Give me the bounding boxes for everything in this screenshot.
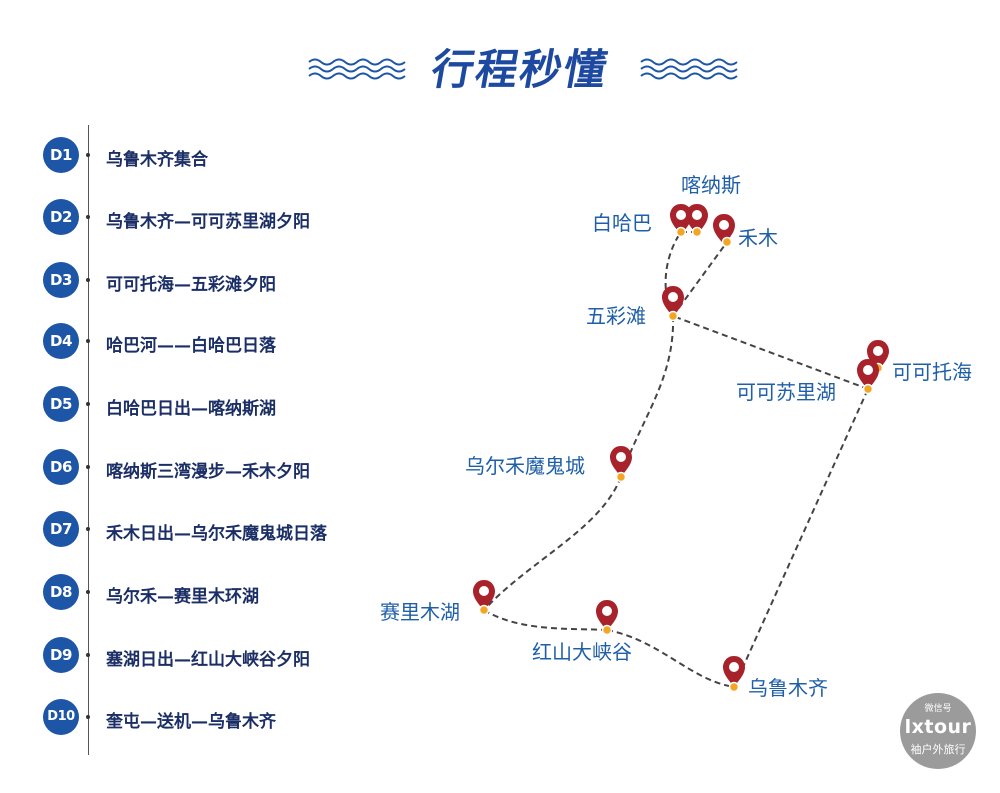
location-dot: [721, 236, 733, 248]
route-path: [483, 231, 869, 688]
map-pin-urumqi: [723, 656, 745, 693]
wave-decoration-right: [640, 58, 738, 80]
day-row: D2 乌鲁木齐—可可苏里湖夕阳: [0, 199, 450, 239]
watermark-badge: 微信号 lxtour 袖户外旅行: [900, 693, 976, 769]
map-pin-wuerhe: [610, 446, 632, 483]
place-label-wucaitan: 五彩滩: [586, 304, 646, 328]
location-dot: [615, 471, 627, 483]
timeline-dot: [86, 715, 90, 719]
place-label-urumqi: 乌鲁木齐: [748, 676, 828, 700]
place-label-hongshan: 红山大峡谷: [532, 640, 632, 664]
timeline-dot: [86, 153, 90, 157]
day-row: D5 白哈巴日出—喀纳斯湖: [0, 386, 450, 426]
day-description: 可可托海—五彩滩夕阳: [106, 275, 276, 295]
day-description: 哈巴河——白哈巴日落: [106, 336, 276, 356]
place-label-kanas: 喀纳斯: [681, 173, 741, 197]
day-description: 乌鲁木齐集合: [106, 150, 208, 170]
location-dot: [862, 383, 874, 395]
place-label-sailimuhu: 赛里木湖: [380, 600, 460, 624]
location-dot: [675, 226, 687, 238]
day-badge: D2: [43, 199, 79, 235]
map-pin-hemu: [713, 214, 735, 248]
day-row: D7 禾木日出—乌尔禾魔鬼城日落: [0, 511, 450, 551]
place-label-hemu: 禾木: [738, 226, 778, 250]
place-label-kekesulihu: 可可苏里湖: [736, 380, 836, 404]
place-label-keketuohai: 可可托海: [892, 360, 972, 384]
day-description: 喀纳斯三湾漫步—禾木夕阳: [106, 462, 310, 482]
day-description: 禾木日出—乌尔禾魔鬼城日落: [106, 524, 327, 544]
timeline-line: [88, 125, 89, 755]
map-pin-wucaitan: [662, 286, 684, 322]
map-pin-kekesulihu: [857, 359, 879, 395]
day-row: D3 可可托海—五彩滩夕阳: [0, 262, 450, 302]
location-dot: [667, 310, 679, 322]
location-dot: [478, 604, 490, 616]
location-dot: [728, 681, 740, 693]
map-pin-hongshan: [596, 600, 618, 636]
timeline-dot: [86, 653, 90, 657]
watermark-top-text: 微信号: [924, 704, 952, 714]
location-dot: [691, 226, 703, 238]
day-badge: D3: [43, 262, 79, 298]
map-pin-sailimuhu: [473, 580, 495, 616]
day-badge: D8: [43, 574, 79, 610]
day-badge: D4: [43, 323, 79, 359]
place-label-wuerhe: 乌尔禾魔鬼城: [465, 454, 585, 478]
day-description: 乌鲁木齐—可可苏里湖夕阳: [106, 212, 310, 232]
map-pin-kanas: [686, 204, 708, 238]
place-label-baihaba: 白哈巴: [592, 211, 652, 235]
timeline-dot: [86, 215, 90, 219]
day-badge: D7: [43, 511, 79, 547]
day-row: D1 乌鲁木齐集合: [0, 137, 450, 177]
header: 行程秒懂: [0, 40, 1000, 110]
location-dot: [601, 624, 613, 636]
day-badge: D10: [43, 699, 79, 735]
day-description: 塞湖日出—红山大峡谷夕阳: [106, 650, 310, 670]
day-badge: D5: [43, 386, 79, 422]
timeline-dot: [86, 465, 90, 469]
day-description: 乌尔禾—赛里木环湖: [106, 587, 259, 607]
day-row: D6 喀纳斯三湾漫步—禾木夕阳: [0, 449, 450, 489]
day-description: 白哈巴日出—喀纳斯湖: [106, 399, 276, 419]
day-row: D9 塞湖日出—红山大峡谷夕阳: [0, 637, 450, 677]
wave-decoration-left: [308, 58, 406, 80]
timeline-dot: [86, 590, 90, 594]
day-badge: D9: [43, 637, 79, 673]
timeline-dot: [86, 339, 90, 343]
day-row: D10 奎屯—送机—乌鲁木齐: [0, 699, 450, 739]
timeline-dot: [86, 527, 90, 531]
day-row: D8 乌尔禾—赛里木环湖: [0, 574, 450, 614]
day-badge: D1: [43, 137, 79, 173]
timeline-dot: [86, 278, 90, 282]
map-pin-baihaba: [670, 204, 692, 238]
watermark-bottom-text: 袖户外旅行: [910, 743, 966, 756]
day-badge: D6: [43, 449, 79, 485]
timeline-dot: [86, 402, 90, 406]
watermark-main-text: lxtour: [904, 716, 972, 738]
day-row: D4 哈巴河——白哈巴日落: [0, 323, 450, 363]
day-description: 奎屯—送机—乌鲁木齐: [106, 712, 276, 732]
